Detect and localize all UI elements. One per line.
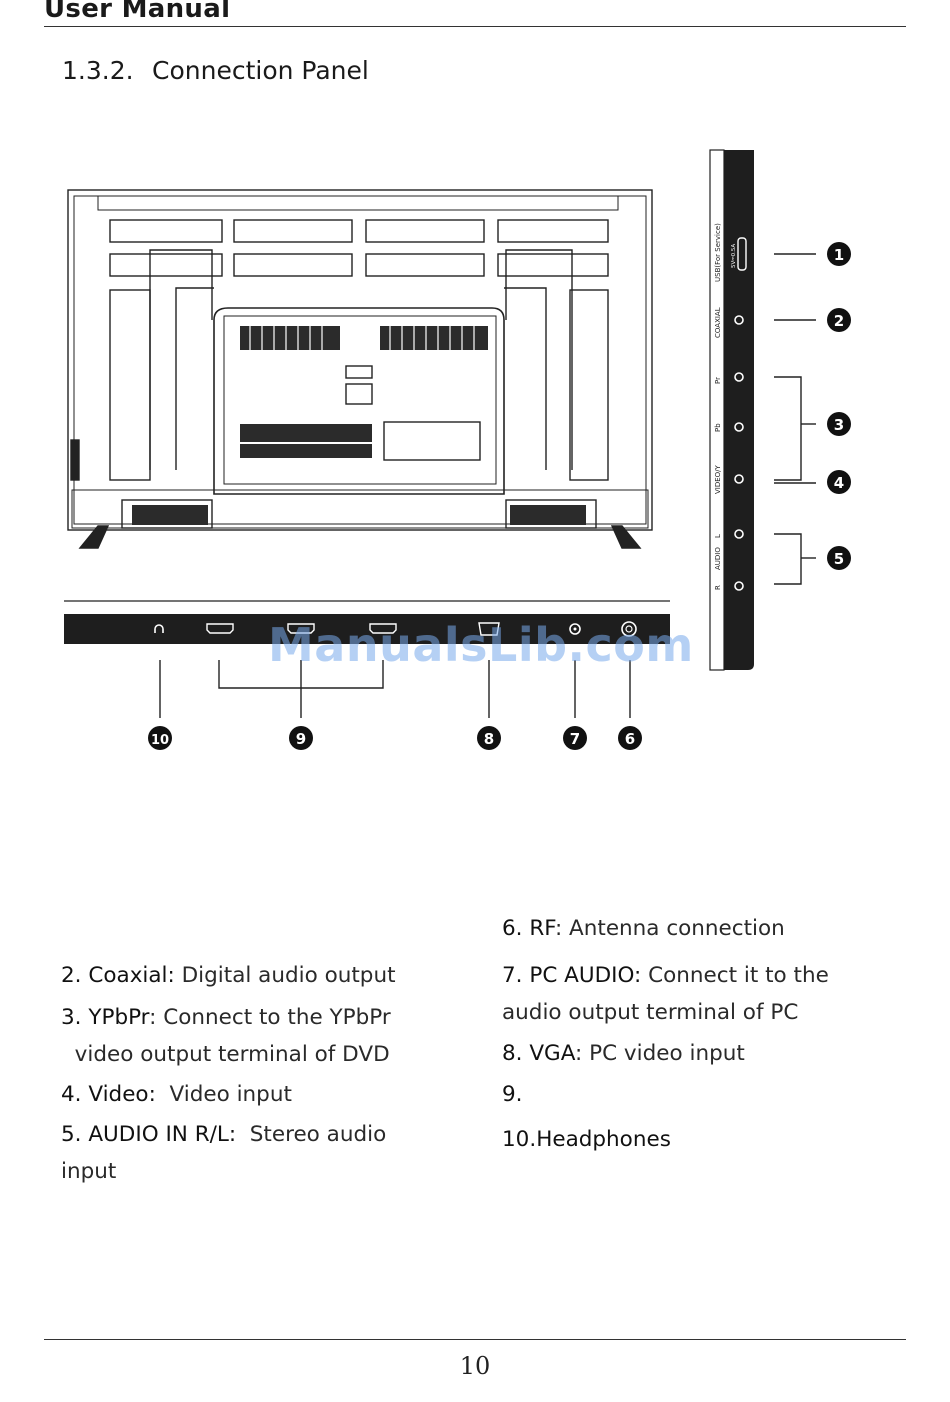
headphone-jack-icon [154,624,164,633]
side-port-panel: USB(For Service) 5V⎓0.5A COAXIAL Pr Pb V… [709,149,851,671]
connection-panel-diagram: 10 9 8 7 6 USB(For Service) 5V⎓0.5A COAX… [64,149,851,750]
pc-audio-jack-icon [569,623,581,635]
desc-item-9: 9. [502,1082,523,1107]
callout-2: 2 [827,308,851,332]
pr-label: Pr [714,377,722,384]
footer-rule [44,1339,906,1340]
callout-5-label: 5 [834,550,844,568]
coaxial-jack-icon [734,315,744,325]
bottom-port-panel: 10 9 8 7 6 [64,600,670,750]
video-y-label: VIDEO/Y [714,464,722,494]
desc-pc-audio-cont: audio output terminal of PC [502,1000,799,1025]
section-number: 1.3.2. [62,56,134,85]
audio-l-label: L [714,534,722,538]
tv-vents [132,326,586,525]
pb-label: Pb [714,423,722,432]
callout-9: 9 [289,726,313,750]
callout-10: 10 [148,726,172,750]
callout-4-label: 4 [834,474,844,492]
video-jack-icon [734,474,744,484]
callout-3: 3 [827,412,851,436]
vga-port-icon [478,622,500,636]
coaxial-label: COAXIAL [714,307,722,338]
desc-ypbpr-cont: video output terminal of DVD [61,1042,390,1067]
usb-label: USB(For Service) [714,223,722,282]
page-number: 10 [459,1352,491,1380]
watermark: ManualsLib.com [268,618,694,672]
usb-port-icon [737,237,747,271]
section-heading: Connection Panel [152,56,369,85]
callout-9-label: 9 [296,730,306,748]
pr-jack-icon [734,372,744,382]
header-rule [44,26,906,27]
callout-1-label: 1 [834,246,844,264]
callout-7-label: 7 [570,730,580,748]
desc-audio-in: 5. AUDIO IN R/L: Stereo audio [61,1122,387,1147]
desc-rf: 6. RF: Antenna connection [502,916,785,941]
callout-2-label: 2 [834,312,844,330]
usb-rating-label: 5V⎓0.5A [731,244,737,268]
pb-jack-icon [734,422,744,432]
audio-r-jack-icon [734,581,744,591]
desc-ypbpr: 3. YPbPr: Connect to the YPbPr [61,1005,391,1030]
desc-video: 4. Video: Video input [61,1082,292,1107]
header-title: User Manual [44,0,231,24]
callout-8-label: 8 [484,730,494,748]
desc-vga: 8. VGA: PC video input [502,1041,745,1066]
desc-pc-audio: 7. PC AUDIO: Connect it to the [502,963,829,988]
callout-10-label: 10 [151,733,169,748]
section-title: 1.3.2. Connection Panel [62,56,369,85]
callout-8: 8 [477,726,501,750]
descriptions-left: 2. Coaxial: Digital audio output 3. YPbP… [61,957,461,1190]
tv-rear-view [67,189,653,549]
hdmi-port-icon [206,623,397,634]
desc-audio-in-cont: input [61,1159,117,1184]
callout-6-label: 6 [625,730,635,748]
descriptions-right: 6. RF: Antenna connection 7. PC AUDIO: C… [502,910,902,1158]
audio-label: AUDIO [714,547,722,570]
audio-l-jack-icon [734,529,744,539]
callout-6: 6 [618,726,642,750]
callout-7: 7 [563,726,587,750]
audio-r-label: R [714,585,722,590]
callout-4: 4 [827,470,851,494]
desc-headphones: 10.Headphones [502,1127,671,1152]
desc-coaxial: 2. Coaxial: Digital audio output [61,963,396,988]
callout-5: 5 [827,546,851,570]
callout-1: 1 [827,242,851,266]
callout-3-label: 3 [834,416,844,434]
rf-antenna-jack-icon [621,621,637,637]
